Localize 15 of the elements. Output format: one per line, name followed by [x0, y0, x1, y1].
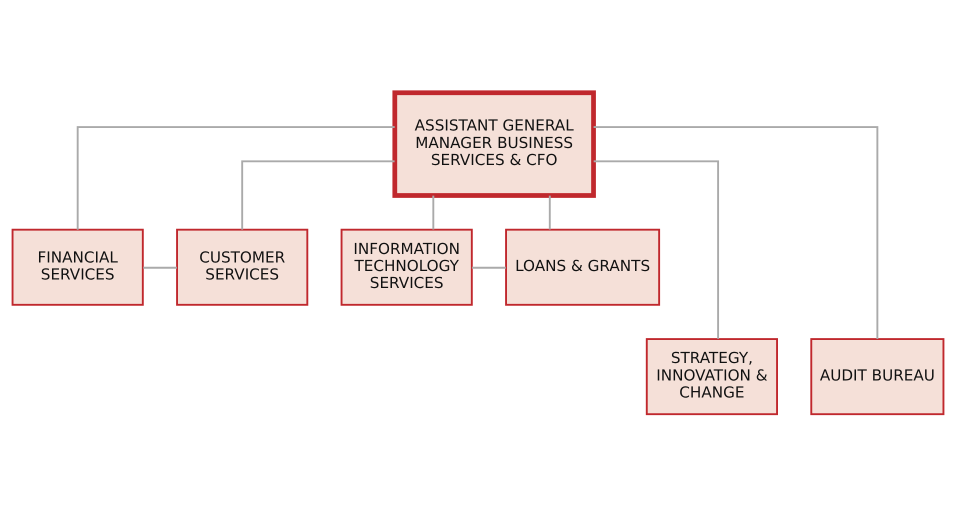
- node-box: CUSTOMER SERVICES: [176, 228, 308, 306]
- connector: [594, 160, 720, 338]
- connector: [241, 160, 395, 230]
- node-box: LOANS & GRANTS: [505, 228, 660, 306]
- connector: [143, 266, 177, 268]
- node-box: FINANCIAL SERVICES: [12, 228, 144, 306]
- connector: [594, 126, 878, 338]
- node-box: AUDIT BUREAU: [810, 338, 944, 415]
- node-box: STRATEGY, INNOVATION & CHANGE: [646, 338, 778, 415]
- connector: [548, 195, 551, 229]
- connector: [472, 266, 506, 268]
- connector: [76, 126, 395, 230]
- connector: [432, 195, 434, 229]
- node-box: ASSISTANT GENERAL MANAGER BUSINESS SERVICES & CFO: [392, 90, 596, 198]
- node-box: INFORMATION TECHNOLOGY SERVICES: [340, 228, 473, 306]
